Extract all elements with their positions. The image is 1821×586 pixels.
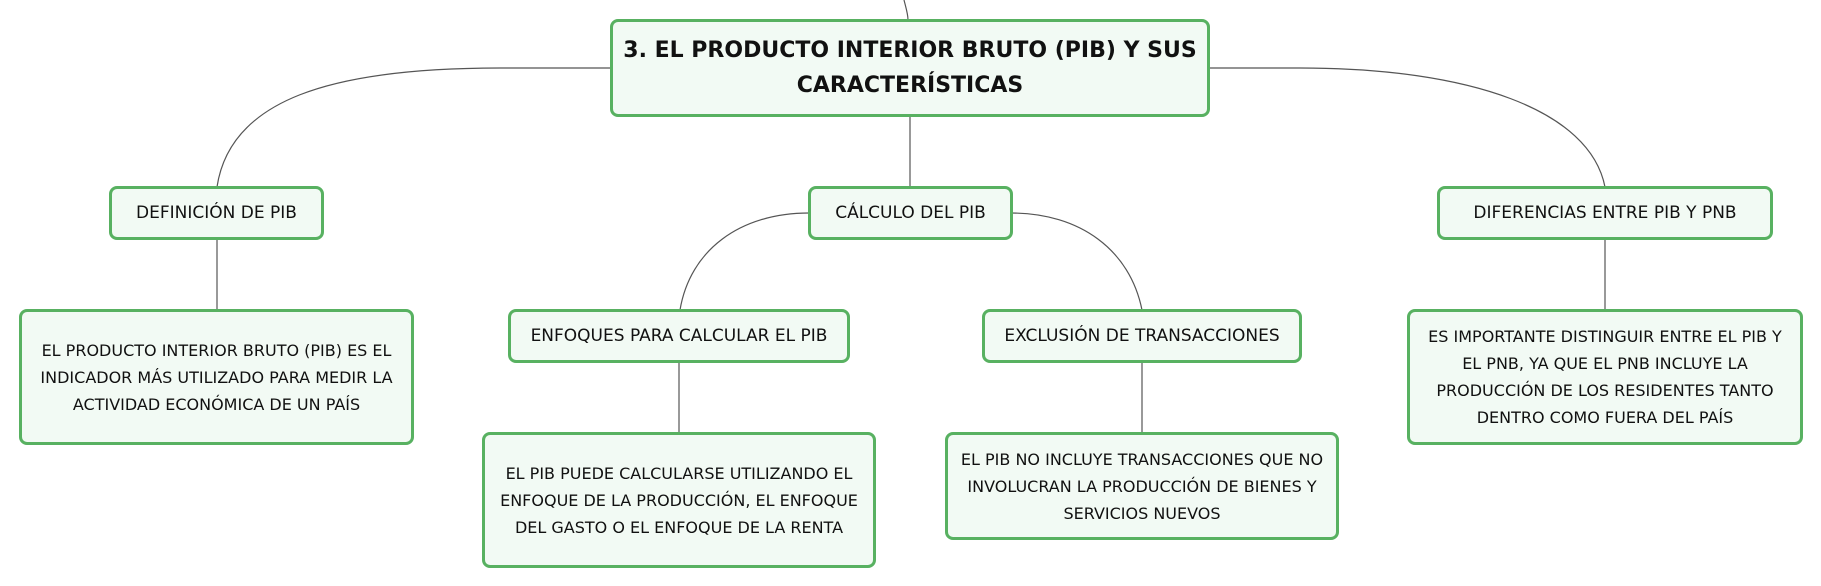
branch-diferencias-pib-pnb[interactable]: DIFERENCIAS ENTRE PIB Y PNB: [1437, 186, 1773, 240]
connector-root-incoming: [903, 0, 909, 21]
branch-label: DEFINICIÓN DE PIB: [136, 203, 297, 223]
subbranch-enfoques-calcular-pib[interactable]: ENFOQUES PARA CALCULAR EL PIB: [508, 309, 850, 363]
leaf-definicion-pib[interactable]: EL PRODUCTO INTERIOR BRUTO (PIB) ES EL I…: [19, 309, 414, 445]
branch-calculo-pib[interactable]: CÁLCULO DEL PIB: [808, 186, 1013, 240]
connector-calculo-exclusion: [1010, 212, 1143, 311]
root-node[interactable]: 3. EL PRODUCTO INTERIOR BRUTO (PIB) Y SU…: [610, 19, 1210, 117]
subbranch-label: ENFOQUES PARA CALCULAR EL PIB: [530, 326, 828, 346]
branch-definicion-pib[interactable]: DEFINICIÓN DE PIB: [109, 186, 324, 240]
leaf-diferencias-pib-pnb[interactable]: ES IMPORTANTE DISTINGUIR ENTRE EL PIB Y …: [1407, 309, 1803, 445]
leaf-text: EL PIB PUEDE CALCULARSE UTILIZANDO EL EN…: [500, 463, 858, 537]
subbranch-exclusion-transacciones[interactable]: EXCLUSIÓN DE TRANSACCIONES: [982, 309, 1302, 363]
branch-label: CÁLCULO DEL PIB: [835, 203, 986, 223]
leaf-text: EL PIB NO INCLUYE TRANSACCIONES QUE NO I…: [960, 449, 1324, 523]
connector-root-definicion: [216, 67, 610, 188]
subbranch-label: EXCLUSIÓN DE TRANSACCIONES: [1004, 326, 1280, 346]
root-label: 3. EL PRODUCTO INTERIOR BRUTO (PIB) Y SU…: [623, 38, 1197, 98]
leaf-text: EL PRODUCTO INTERIOR BRUTO (PIB) ES EL I…: [40, 340, 393, 414]
leaf-enfoques-calcular-pib[interactable]: EL PIB PUEDE CALCULARSE UTILIZANDO EL EN…: [482, 432, 876, 568]
leaf-exclusion-transacciones[interactable]: EL PIB NO INCLUYE TRANSACCIONES QUE NO I…: [945, 432, 1339, 540]
branch-label: DIFERENCIAS ENTRE PIB Y PNB: [1473, 203, 1737, 223]
leaf-text: ES IMPORTANTE DISTINGUIR ENTRE EL PIB Y …: [1428, 327, 1782, 427]
connector-calculo-enfoques: [679, 212, 810, 311]
connector-root-diferencias: [1210, 67, 1606, 188]
